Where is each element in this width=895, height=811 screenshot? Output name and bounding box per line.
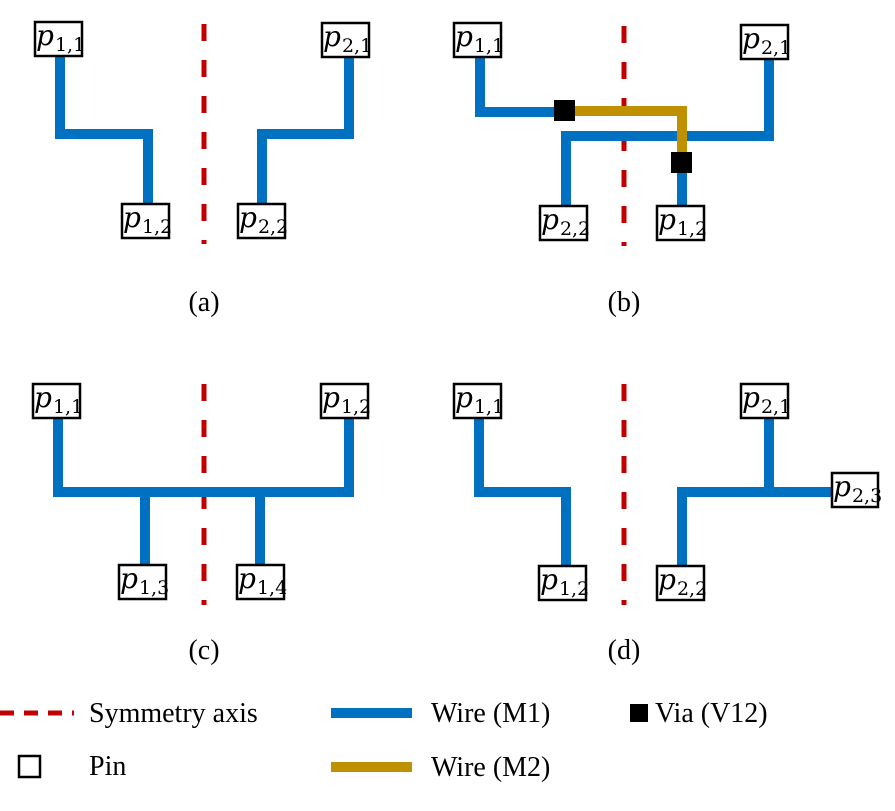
svg-text:p1,2: p1,2 <box>658 203 707 240</box>
svg-text:p2,2: p2,2 <box>239 201 288 238</box>
pin-p11[interactable]: p1,1 <box>33 19 85 58</box>
legend-item-wire-m2: Wire (M2) <box>331 752 550 783</box>
svg-text:p1,2: p1,2 <box>322 381 371 418</box>
svg-text:p2,3: p2,3 <box>833 470 882 507</box>
wire-m1 <box>677 487 837 571</box>
svg-text:p1,2: p1,2 <box>123 201 172 238</box>
pin-p21[interactable]: p2,1 <box>320 20 372 59</box>
pin-p22[interactable]: p2,2 <box>236 201 288 240</box>
panel-c: p1,1 p1,2 p1,3 p1,4 (c) <box>31 381 371 666</box>
svg-text:p1,1: p1,1 <box>455 20 504 57</box>
pin-p21[interactable]: p2,1 <box>739 22 791 61</box>
legend-item-symmetry-axis: Symmetry axis <box>0 698 258 729</box>
svg-text:p1,4: p1,4 <box>238 562 287 599</box>
panel-a: p1,1 p1,2 p2,1 p2,2 (a) <box>33 19 372 318</box>
svg-text:p1,2: p1,2 <box>540 563 589 600</box>
panel-caption: (a) <box>188 287 219 318</box>
panel-caption: (c) <box>188 635 219 666</box>
legend-item-pin: Pin <box>17 751 126 782</box>
wire-m1 <box>474 414 571 571</box>
pin-p22[interactable]: p2,2 <box>655 563 707 602</box>
svg-text:p2,1: p2,1 <box>742 381 791 418</box>
pin-p22[interactable]: p2,2 <box>538 203 590 242</box>
panel-caption: (d) <box>608 635 641 666</box>
svg-text:p1,1: p1,1 <box>455 381 504 418</box>
panel-d: p1,1 p1,2 p2,1 p2,2 p2,3 (d) <box>452 381 882 666</box>
via-swatch <box>630 704 648 722</box>
svg-text:p2,2: p2,2 <box>658 563 707 600</box>
pin-p12[interactable]: p1,2 <box>655 203 707 242</box>
legend-label: Symmetry axis <box>89 698 258 729</box>
legend-label: Via (V12) <box>655 698 768 729</box>
pin-p11[interactable]: p1,1 <box>31 381 83 420</box>
wire-m1 <box>257 53 354 211</box>
pin-swatch <box>17 754 42 779</box>
pin-p12[interactable]: p1,2 <box>120 201 172 240</box>
pin-p11[interactable]: p1,1 <box>452 381 504 420</box>
svg-text:p2,1: p2,1 <box>742 22 791 59</box>
pin-p12[interactable]: p1,2 <box>319 381 371 420</box>
svg-text:p1,1: p1,1 <box>34 381 83 418</box>
legend-label: Wire (M2) <box>431 752 550 783</box>
panel-b: p1,1 p2,1 p2,2 p1,2 (b) <box>452 20 791 318</box>
pin-p14[interactable]: p1,4 <box>235 562 287 601</box>
pin-p23[interactable]: p2,3 <box>830 470 882 509</box>
wire-m1 <box>475 53 567 117</box>
panel-caption: (b) <box>608 287 641 318</box>
legend-label: Wire (M1) <box>431 698 550 729</box>
wire-m1 <box>55 51 153 211</box>
wire-m1 <box>561 55 774 211</box>
svg-text:p2,1: p2,1 <box>323 20 372 57</box>
via-2 <box>671 152 692 173</box>
legend: Symmetry axis Wire (M1) Via (V12) Pin Wi… <box>0 698 768 783</box>
svg-text:p1,3: p1,3 <box>120 562 169 599</box>
pin-p13[interactable]: p1,3 <box>117 562 169 601</box>
wire-m1 <box>53 414 354 497</box>
pin-p21[interactable]: p2,1 <box>739 381 791 420</box>
pin-p12[interactable]: p1,2 <box>537 563 589 602</box>
legend-label: Pin <box>89 751 126 782</box>
pin-p11[interactable]: p1,1 <box>452 20 504 59</box>
legend-item-wire-m1: Wire (M1) <box>331 698 550 729</box>
svg-text:p1,1: p1,1 <box>36 19 85 56</box>
svg-text:p2,2: p2,2 <box>541 203 590 240</box>
legend-item-via: Via (V12) <box>630 698 768 729</box>
wire-m2 <box>562 106 687 160</box>
via-1 <box>554 100 575 121</box>
